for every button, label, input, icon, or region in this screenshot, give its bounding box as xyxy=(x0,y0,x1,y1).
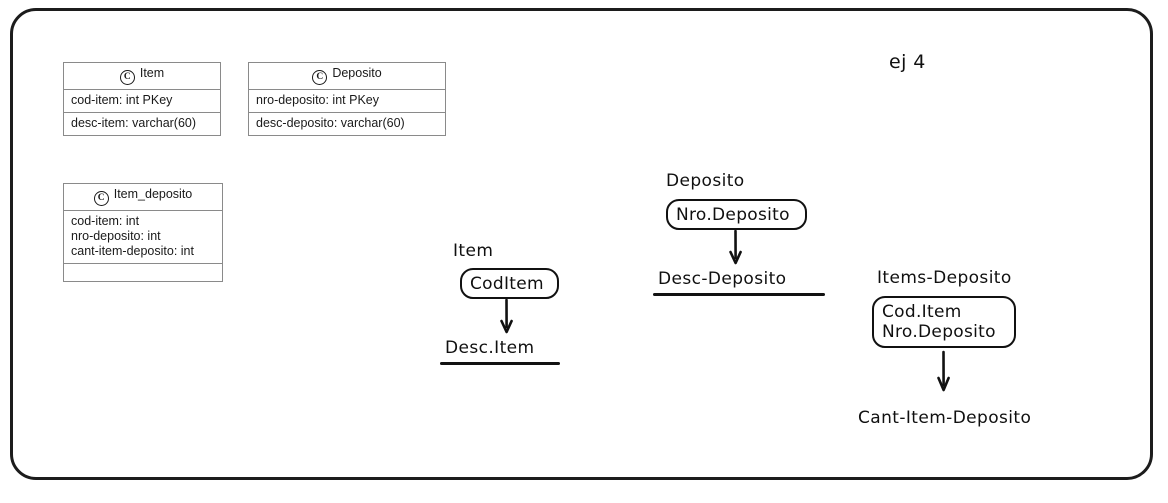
uml-attribute: cant-item-deposito: int xyxy=(71,244,194,258)
uml-attribute: desc-deposito: varchar(60) xyxy=(256,116,405,130)
fd-determinant-box-item[interactable]: CodItem xyxy=(460,268,559,299)
uml-attribute: cod-item: int xyxy=(71,214,140,228)
uml-class-header: C Item xyxy=(64,63,220,90)
fd-title-items-deposito: Items-Deposito xyxy=(877,268,1012,288)
uml-attribute: nro-deposito: int PKey xyxy=(256,93,379,107)
uml-class-header: C Deposito xyxy=(249,63,445,90)
uml-attribute: nro-deposito: int xyxy=(71,229,161,243)
fd-determinant-box-deposito[interactable]: Nro.Deposito xyxy=(666,199,807,230)
uml-attribute: desc-item: varchar(60) xyxy=(71,116,197,130)
uml-class-deposito[interactable]: C Deposito nro-deposito: int PKey desc-de… xyxy=(248,62,446,136)
whiteboard-frame: C Item cod-item: int PKey desc-item: varc… xyxy=(10,8,1153,480)
fd-title-item: Item xyxy=(453,241,494,261)
uml-compartment-attrs: desc-deposito: varchar(60) xyxy=(249,113,445,135)
class-circle-icon: C xyxy=(93,191,109,206)
fd-arrow-item xyxy=(500,298,513,334)
fd-title-deposito: Deposito xyxy=(666,171,745,191)
fd-determinant-attribute: CodItem xyxy=(470,273,544,294)
uml-compartment-attrs: cod-item: int nro-deposito: int cant-ite… xyxy=(64,211,222,264)
class-circle-icon: C xyxy=(119,70,135,85)
fd-dependent-underline-deposito xyxy=(653,293,825,296)
uml-attribute: cod-item: int PKey xyxy=(71,93,173,107)
fd-determinant-attribute: Nro.Deposito xyxy=(676,204,790,225)
handwritten-note-ej4: ej 4 xyxy=(889,51,926,73)
class-circle-icon: C xyxy=(312,70,328,85)
fd-dependent-underline-item xyxy=(440,362,560,365)
uml-class-name: Item_deposito xyxy=(113,187,193,201)
fd-determinant-attribute: Cod.Item xyxy=(882,302,962,322)
uml-compartment-attrs: desc-item: varchar(60) xyxy=(64,113,220,135)
uml-compartment-pk: nro-deposito: int PKey xyxy=(249,90,445,113)
uml-class-item-deposito[interactable]: C Item_deposito cod-item: int nro-deposit… xyxy=(63,183,223,282)
fd-dependent-deposito: Desc-Deposito xyxy=(658,269,787,289)
fd-arrow-items-deposito xyxy=(937,350,950,392)
uml-class-header: C Item_deposito xyxy=(64,184,222,211)
fd-arrow-deposito xyxy=(729,229,742,265)
uml-class-item[interactable]: C Item cod-item: int PKey desc-item: varc… xyxy=(63,62,221,136)
fd-determinant-attribute: Nro.Deposito xyxy=(882,322,996,342)
uml-compartment-empty xyxy=(64,264,222,281)
uml-compartment-pk: cod-item: int PKey xyxy=(64,90,220,113)
uml-class-name: Deposito xyxy=(332,66,382,80)
fd-dependent-item: Desc.Item xyxy=(445,338,535,358)
fd-determinant-box-items-deposito[interactable]: Cod.Item Nro.Deposito xyxy=(872,296,1016,348)
uml-class-name: Item xyxy=(139,66,165,80)
fd-dependent-items-deposito: Cant-Item-Deposito xyxy=(858,408,1032,428)
